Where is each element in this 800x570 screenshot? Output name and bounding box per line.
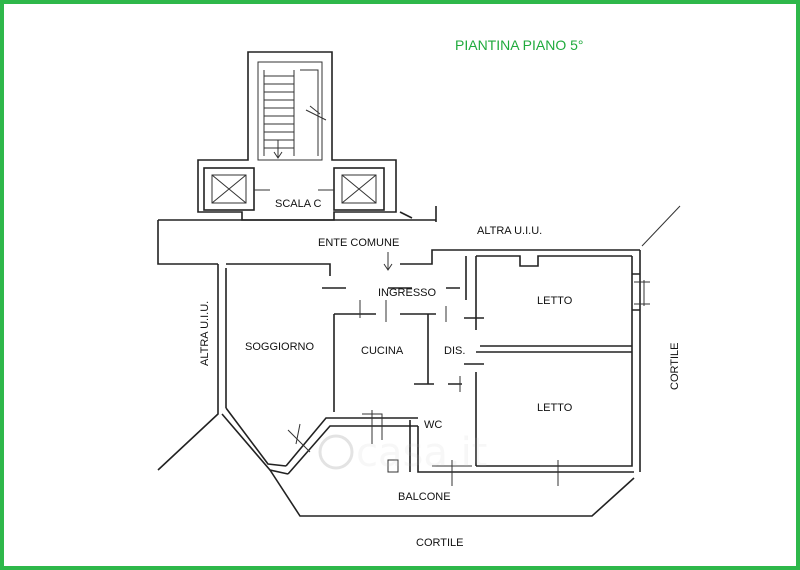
courtyard-right-label: CORTILE <box>669 343 681 390</box>
common-area-label: ENTE COMUNE <box>318 237 399 249</box>
apartment-walls <box>157 250 641 517</box>
window-right <box>634 280 650 306</box>
watermark: casa.it <box>318 430 487 476</box>
watermark-text: casa.it <box>356 430 487 476</box>
toilet-fixture <box>387 459 399 473</box>
common-corridor <box>157 206 640 276</box>
interior-walls <box>322 255 632 466</box>
other-unit-left-label: ALTRA U.I.U. <box>199 301 211 366</box>
bedroom-1-label: LETTO <box>537 295 573 307</box>
other-unit-top-label: ALTRA U.I.U. <box>477 225 542 237</box>
lift-left <box>203 167 270 211</box>
hall-label: DIS. <box>444 345 465 357</box>
neighbour-boundary <box>641 205 681 247</box>
lift-right <box>318 167 385 211</box>
plan-title: PIANTINA PIANO 5° <box>455 37 584 53</box>
bedroom-2-label: LETTO <box>537 402 573 414</box>
stair-label: SCALA C <box>275 198 322 210</box>
living-room-label: SOGGIORNO <box>245 341 315 353</box>
balcony-label: BALCONE <box>398 491 451 503</box>
entrance-label: INGRESSO <box>378 287 437 299</box>
floor-plan: PIANTINA PIANO 5° SCALA C ENTE COMUNE AL… <box>157 37 681 549</box>
courtyard-bottom-label: CORTILE <box>416 537 463 549</box>
openings <box>287 410 580 486</box>
kitchen-label: CUCINA <box>361 345 404 357</box>
bathroom-label: WC <box>424 419 442 431</box>
